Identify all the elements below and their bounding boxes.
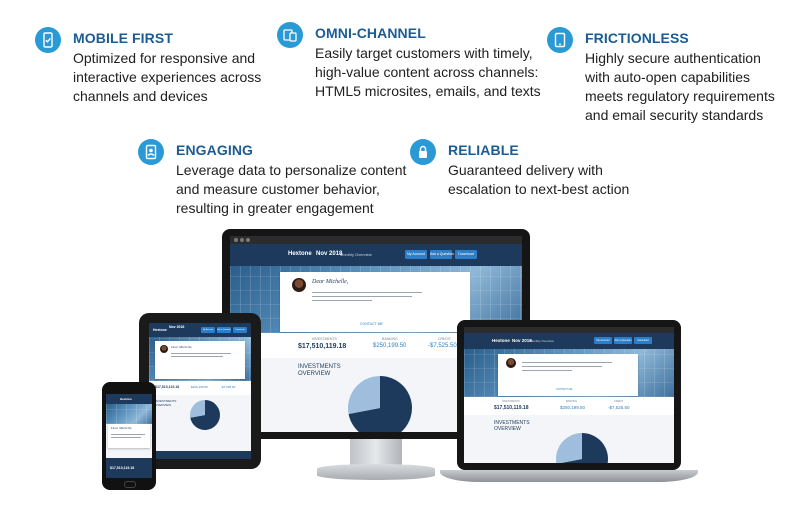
download-button[interactable]: Download [634,337,652,344]
mobile-check-icon [35,27,61,53]
greeting-card: CONTACT ME [498,354,638,396]
smartphone: Hextone Dear Michelle, $17,510,119.18 [102,382,156,490]
banking-label: BANKING [382,337,398,341]
contact-me-link[interactable]: CONTACT ME [360,322,383,326]
advisor-avatar [506,358,516,368]
tablet-screen: Hextone Nov 2018 My Account Ask a Questi… [149,323,251,459]
statement-month: Nov 2018 [316,251,343,257]
statement-month: Nov 2018 [512,338,532,343]
banking-value: $250,199.50 [191,385,208,389]
investments-label: INVESTMENTS [502,400,520,403]
pie-slice-0 [561,433,608,463]
download-button[interactable]: Download [455,250,477,259]
greeting-card: Dear Michelle, CONTACT ME [280,272,470,332]
feature-title: RELIABLE [448,142,519,158]
investments-value: $17,510,119.18 [494,405,529,411]
investments-value: $17,510,119.18 [298,343,347,350]
investments-overview-title: INVESTMENTS OVERVIEW [155,399,177,407]
ask-question-button[interactable]: Ask a Question [217,327,231,333]
pie-slice-0 [190,400,220,430]
brand-logo: Hextone [120,397,132,401]
brand-logo: Hextone [153,328,167,332]
download-button[interactable]: Download [233,327,247,333]
ask-question-button[interactable]: Ask a Question [430,250,454,259]
pie-slice-1 [348,376,380,414]
investments-overview-title: INVESTMENTS OVERVIEW [298,364,341,377]
investments-label: INVESTMENTS [312,337,337,341]
greeting-text: Dear Michelle, [312,279,349,285]
tablet-icon [547,27,573,53]
feature-description: Guaranteed delivery with escalation to n… [448,162,630,197]
credit-value: -$7,525.50 [608,405,630,410]
brand-logo: Hextone [288,251,312,257]
greeting-text: Dear Michelle, [111,426,133,430]
my-account-button[interactable]: My Account [201,327,215,333]
credit-label: CREDIT [614,400,624,403]
feature-title: FRICTIONLESS [585,30,689,46]
pie-slice-1 [190,400,205,418]
phone-screen: Hextone Dear Michelle, $17,510,119.18 [106,394,152,478]
my-account-button[interactable]: My Account [405,250,427,259]
brand-logo: Hextone [492,338,510,343]
feature-title: ENGAGING [176,142,254,158]
investments-pie-chart [348,376,412,432]
pie-slice-1 [556,433,582,463]
feature-omni-channel: OMNI-CHANNEL Easily target customers wit… [277,22,547,102]
credit-label: CREDIT [438,337,452,341]
credit-value: -$7,525.50 [221,385,236,389]
greeting-text: Dear Michelle, [171,345,193,349]
statement-month: Nov 2018 [169,325,185,329]
investments-value: $17,510,119.18 [155,385,180,389]
banking-value: $250,199.50 [373,343,407,349]
statement-subtitle: Monthly Overview [530,339,554,343]
tablet: Hextone Nov 2018 My Account Ask a Questi… [139,313,261,469]
advisor-avatar [292,278,306,292]
feature-description: Easily target customers with timely, hig… [315,45,541,99]
banking-value: $250,199.50 [560,405,586,410]
pie-slice-0 [348,376,412,432]
feature-reliable: RELIABLE Guaranteed delivery with escala… [410,139,650,199]
investments-pie-chart [190,400,220,430]
multi-device-icon [277,22,303,48]
banking-label: BANKING [566,400,578,403]
advisor-avatar [160,345,168,353]
feature-description: Leverage data to personalize content and… [176,162,407,216]
laptop: Hextone Nov 2018 Monthly Overview My Acc… [440,320,698,492]
laptop-screen: Hextone Nov 2018 Monthly Overview My Acc… [464,327,674,463]
greeting-card: Dear Michelle, [155,341,245,379]
feature-frictionless: FRICTIONLESS Highly secure authenticatio… [547,27,797,123]
feature-description: Optimized for responsive and interactive… [73,50,262,104]
feature-title: OMNI-CHANNEL [315,25,426,41]
feature-description: Highly secure authentication with auto-o… [585,50,775,123]
phone-stats-bar: $17,510,119.18 [106,458,152,478]
contact-me-link[interactable]: CONTACT ME [556,388,573,391]
person-card-icon [138,139,164,165]
greeting-card: Dear Michelle, [108,424,150,448]
feature-mobile-first: MOBILE FIRST Optimized for responsive an… [35,27,275,107]
feature-title: MOBILE FIRST [73,30,173,46]
feature-engaging: ENGAGING Leverage data to personalize co… [138,139,408,219]
investments-overview-title: INVESTMENTS OVERVIEW [494,420,530,432]
my-account-button[interactable]: My Account [594,337,612,344]
credit-value: -$7,525.50 [428,343,457,349]
ask-question-button[interactable]: Ask a Question [614,337,632,344]
investments-pie-chart [556,433,608,463]
lock-icon [410,139,436,165]
investments-value: $17,510,119.18 [110,466,135,470]
statement-subtitle: Monthly Overview [340,252,372,257]
